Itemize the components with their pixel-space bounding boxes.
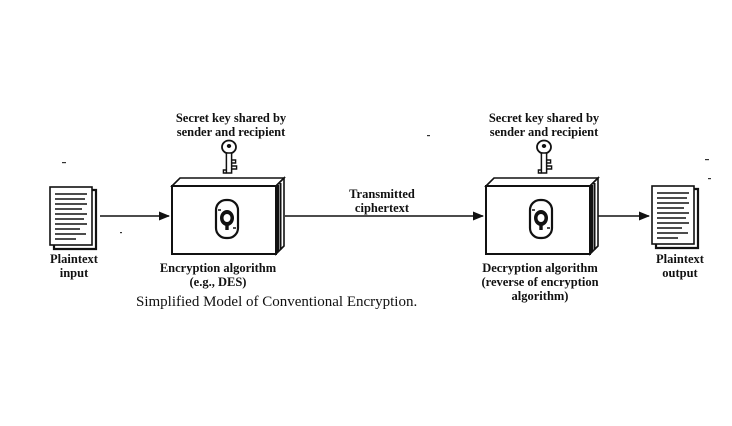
secret-key-right-icon	[536, 139, 553, 174]
secret-key-left-label: Secret key shared by sender and recipien…	[175, 111, 287, 139]
plaintext-input-label: Plaintext input	[50, 252, 98, 280]
plaintext-output-document-icon	[650, 184, 700, 250]
secret-key-left-icon	[221, 139, 238, 174]
plaintext-output-label: Plaintext output	[656, 252, 704, 280]
plaintext-input-document-icon	[48, 185, 98, 251]
scan-specks	[62, 135, 711, 234]
encryption-lock-box-icon	[170, 176, 286, 256]
secret-key-right-label: Secret key shared by sender and recipien…	[488, 111, 600, 139]
decryption-algorithm-label: Decryption algorithm (reverse of encrypt…	[481, 261, 599, 303]
decryption-lock-box-icon	[484, 176, 600, 256]
diagram-caption: Simplified Model of Conventional Encrypt…	[136, 294, 418, 310]
transmitted-ciphertext-label: Transmitted ciphertext	[349, 187, 415, 215]
encryption-algorithm-label: Encryption algorithm (e.g., DES)	[159, 261, 277, 289]
